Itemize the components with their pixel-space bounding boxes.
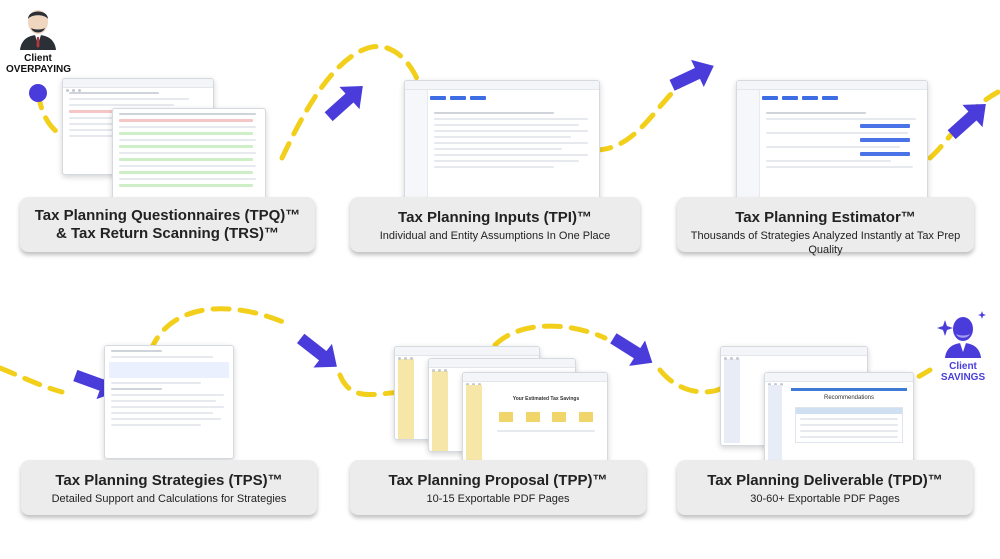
step-card-estimator: Tax Planning Estimator™ Thousands of Str… [677, 197, 974, 256]
start-persona: Client OVERPAYING [6, 4, 72, 75]
step-title-tpq-line1: Tax Planning Questionnaires (TPQ)™ [34, 207, 301, 224]
path-bottom-2 [337, 372, 403, 397]
path-bottom-start [0, 365, 65, 395]
screenshot-estimator [736, 80, 928, 202]
step-subtitle-tps: Detailed Support and Calculations for St… [51, 493, 287, 505]
step-card-tpp: Tax Planning Proposal (TPP)™ 10-15 Expor… [350, 460, 646, 515]
end-persona: Client SAVINGS [930, 308, 996, 383]
arrow-3 [947, 103, 986, 140]
start-persona-line2: OVERPAYING [6, 64, 72, 75]
start-dot [29, 84, 47, 102]
step-card-tpi: Tax Planning Inputs (TPI)™ Individual an… [350, 197, 640, 252]
step-title-tps: Tax Planning Strategies (TPS)™ [55, 472, 283, 489]
path-top-1 [279, 44, 429, 161]
screenshot-tax-return-form [112, 108, 266, 208]
step-card-tpd: Tax Planning Deliverable (TPD)™ 30-60+ E… [677, 460, 973, 515]
person-sparkle-icon [937, 311, 986, 358]
start-persona-line1: Client [24, 53, 52, 64]
step-title-tpd: Tax Planning Deliverable (TPD)™ [707, 472, 943, 489]
arrow-6 [610, 333, 653, 366]
screenshot-deliverable-front: Recommendations [764, 372, 914, 466]
arrow-1 [324, 85, 363, 122]
screenshot-proposal-front: Your Estimated Tax Savings [462, 372, 608, 466]
step-subtitle-tpp: 10-15 Exportable PDF Pages [426, 493, 570, 505]
arrow-2 [669, 59, 714, 91]
step-subtitle-tpi: Individual and Entity Assumptions In One… [379, 230, 611, 242]
end-persona-line2: SAVINGS [940, 372, 986, 383]
end-persona-line1: Client [949, 361, 977, 372]
path-bottom-1 [147, 306, 293, 355]
person-icon [20, 10, 56, 50]
step-subtitle-tpd: 30-60+ Exportable PDF Pages [750, 493, 900, 505]
path-bottom-4 [657, 367, 725, 395]
screenshot-inputs [404, 80, 600, 202]
proposal-heading: Your Estimated Tax Savings [512, 396, 580, 402]
step-subtitle-estimator: Thousands of Strategies Analyzed Instant… [690, 230, 961, 256]
step-title-tpi: Tax Planning Inputs (TPI)™ [398, 209, 592, 226]
step-title-tpq-line2: & Tax Return Scanning (TRS)™ [55, 225, 280, 242]
deliverable-heading: Recommendations [823, 395, 875, 401]
step-card-tpq: Tax Planning Questionnaires (TPQ)™ & Tax… [20, 197, 315, 252]
step-card-tps: Tax Planning Strategies (TPS)™ Detailed … [21, 460, 317, 515]
path-bottom-3 [492, 323, 608, 348]
step-title-tpp: Tax Planning Proposal (TPP)™ [388, 472, 608, 489]
arrow-5 [296, 333, 337, 368]
step-title-estimator: Tax Planning Estimator™ [735, 209, 916, 226]
screenshot-strategies [104, 345, 234, 459]
